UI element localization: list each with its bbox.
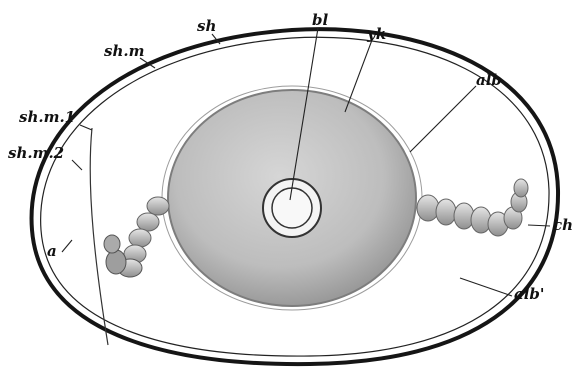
label-blastoderm: bl bbox=[312, 13, 328, 28]
label-air-space: a bbox=[47, 244, 57, 259]
label-albumen-outer: alb' bbox=[514, 287, 545, 302]
label-shell-membrane-1: sh.m.1 bbox=[19, 110, 75, 125]
label-chalaza: ch bbox=[553, 218, 573, 233]
label-sh: sh bbox=[197, 19, 216, 34]
label-albumen: alb bbox=[476, 73, 502, 88]
blastoderm-inner bbox=[272, 188, 312, 228]
label-yolk: yk bbox=[367, 27, 386, 42]
label-shell-membrane-2: sh.m.2 bbox=[8, 146, 64, 161]
label-shell-membrane: sh.m bbox=[104, 44, 144, 59]
